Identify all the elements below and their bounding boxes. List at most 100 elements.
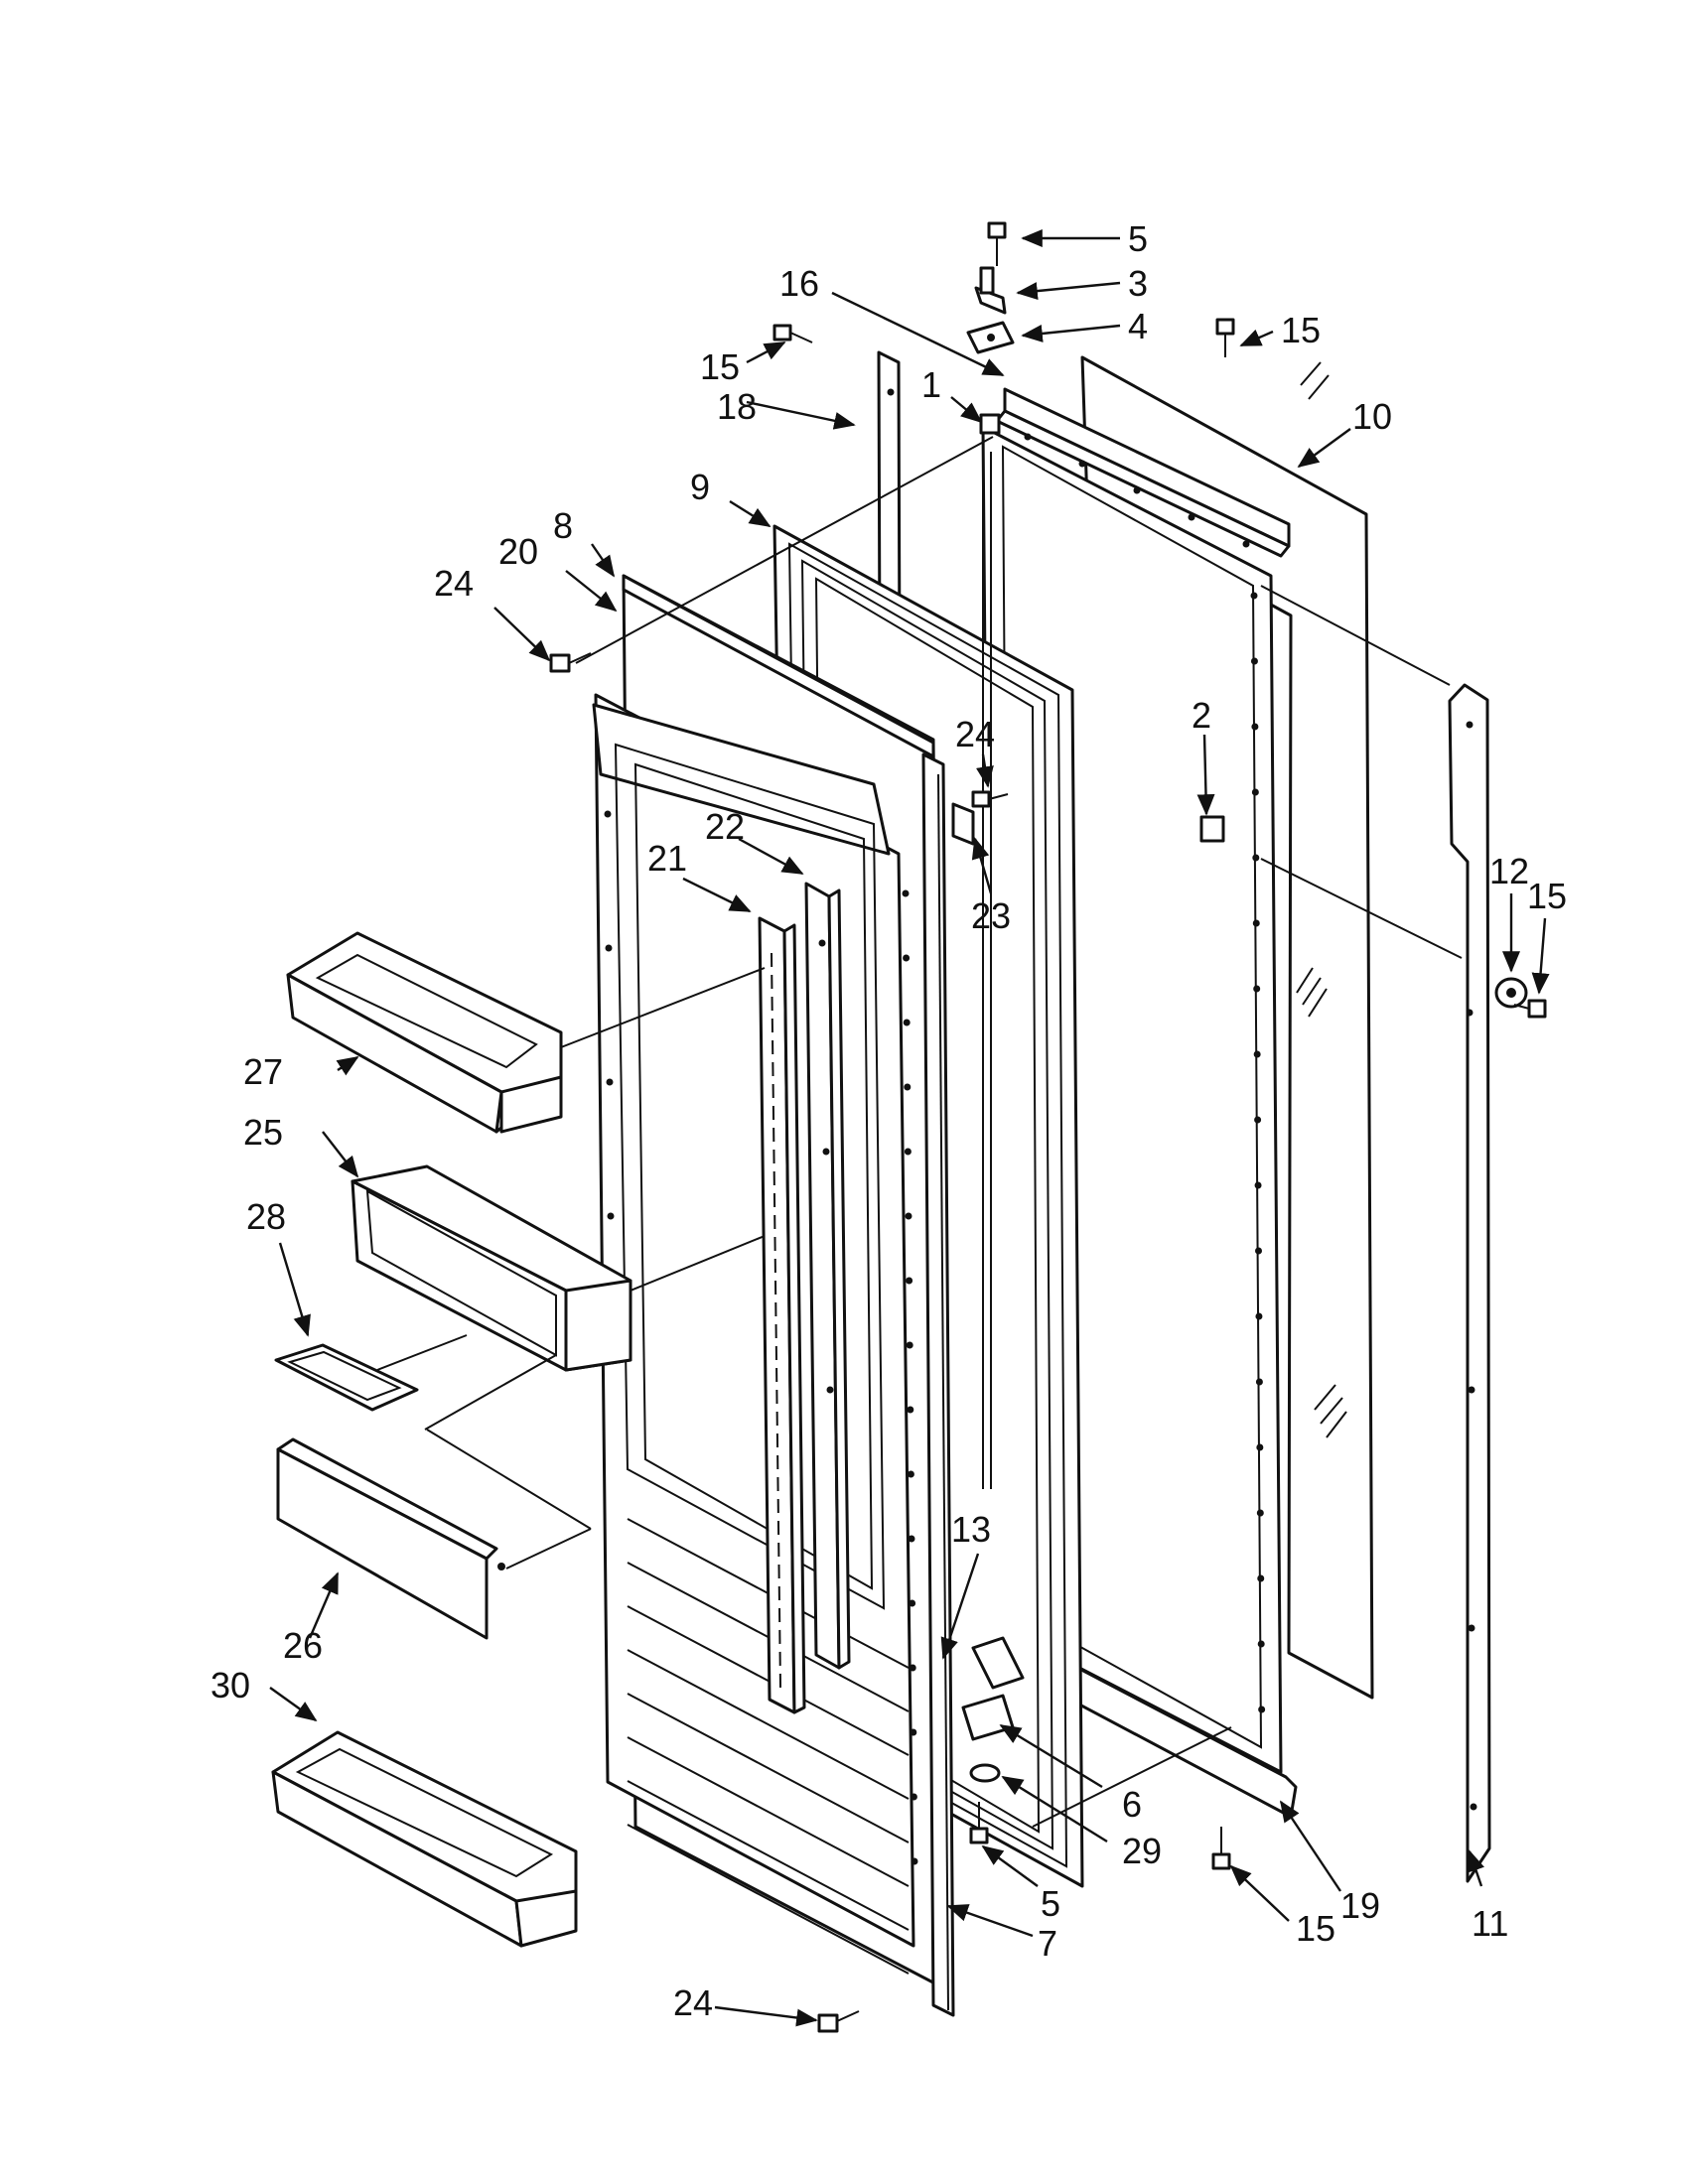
part-11-side-strip	[1448, 683, 1491, 1883]
screw-icon	[772, 324, 813, 343]
frame-hole	[1253, 1050, 1261, 1058]
part-21-shelf-rail	[758, 916, 806, 1714]
part-28-tray	[274, 1343, 419, 1412]
liner-hole	[911, 1857, 918, 1865]
liner-hole	[910, 1728, 917, 1736]
part-8-top-strip	[622, 574, 935, 758]
frame-hole	[1251, 788, 1259, 796]
callout-24-bottom: 24	[673, 1982, 713, 2023]
screw-icon	[817, 2010, 860, 2033]
callout-12: 12	[1489, 851, 1529, 891]
liner-hole	[904, 1083, 912, 1091]
liner-hole	[607, 1212, 615, 1220]
callout-9: 9	[690, 467, 710, 507]
frame-hole	[1258, 1706, 1266, 1713]
liner-hole	[903, 1019, 911, 1026]
callout-3: 3	[1128, 263, 1148, 304]
screw-icon	[1513, 999, 1547, 1019]
leader-lines	[269, 229, 1550, 2027]
liner-hole	[604, 810, 612, 818]
callout-28: 28	[246, 1196, 286, 1237]
liner-slat	[627, 1649, 910, 1800]
frame-hole	[1256, 1443, 1264, 1451]
liner-hole	[902, 889, 910, 897]
liner-slat	[627, 1736, 910, 1887]
screw-icon	[1211, 1827, 1231, 1870]
frame-hole	[1257, 1574, 1265, 1582]
callout-27: 27	[243, 1051, 283, 1092]
callout-25: 25	[243, 1112, 283, 1153]
callout-26: 26	[283, 1625, 323, 1666]
part-12-washer	[1494, 977, 1528, 1009]
callout-21: 21	[647, 838, 687, 879]
liner-hole	[909, 1664, 916, 1672]
frame-hole	[1255, 1247, 1262, 1255]
liner-hole	[904, 1148, 912, 1156]
frame-hole	[1253, 985, 1261, 993]
screw-icon	[1215, 318, 1235, 357]
callout-13: 13	[951, 1509, 991, 1550]
callout-11: 11	[1472, 1903, 1508, 1944]
part-26-shelf-cover	[276, 1437, 505, 1640]
callout-20: 20	[498, 531, 538, 572]
callout-labels: 5 3 4 16 15 15 18 1 10 9 8 20 24 2 24 22…	[210, 218, 1567, 2023]
liner-hole	[910, 1793, 917, 1801]
liner-hole	[606, 1078, 614, 1086]
frame-hole	[1254, 1181, 1262, 1189]
liner-hole	[907, 1470, 914, 1478]
callout-15-right: 15	[1527, 876, 1567, 916]
screw-icon	[987, 221, 1007, 266]
part-13-rod	[982, 447, 992, 1489]
rail-hole	[1024, 433, 1032, 441]
part-25-deep-bin	[351, 1164, 632, 1372]
liner-hole	[908, 1535, 915, 1543]
liner-hole	[605, 944, 613, 952]
part-4-hinge-shim	[966, 321, 1015, 354]
liner-hole	[906, 1341, 913, 1349]
frame-hole	[1252, 854, 1260, 862]
liner-slat	[627, 1693, 910, 1843]
screw-icon	[969, 1802, 989, 1844]
rail-hole	[1188, 513, 1195, 521]
callout-29: 29	[1122, 1831, 1162, 1871]
callout-24-mid: 24	[955, 714, 995, 754]
callout-16: 16	[779, 263, 819, 304]
part-22-shelf-rail	[804, 882, 851, 1670]
liner-hole	[906, 1277, 913, 1285]
liner-slat	[627, 1824, 910, 1975]
callout-24-left: 24	[434, 563, 474, 604]
callout-30: 30	[210, 1665, 250, 1706]
connector-lines	[376, 436, 1463, 1828]
screw-icon	[549, 652, 592, 673]
callout-7: 7	[1038, 1923, 1057, 1964]
liner-hole	[909, 1599, 916, 1607]
part-29-washer	[969, 1763, 1001, 1783]
callout-6: 6	[1122, 1784, 1142, 1825]
frame-hole	[1257, 1640, 1265, 1648]
callout-22: 22	[705, 806, 745, 847]
frame-hole	[1250, 657, 1258, 665]
callout-19: 19	[1340, 1885, 1380, 1926]
rail-hole	[1078, 460, 1086, 468]
part-7-side-strip	[921, 752, 955, 2017]
frame-hole	[1255, 1378, 1263, 1386]
callout-4: 4	[1128, 306, 1148, 346]
screw-icon	[971, 790, 1009, 808]
liner-hole	[903, 954, 911, 962]
callout-1: 1	[921, 364, 941, 405]
frame-hole	[1256, 1509, 1264, 1517]
part-3-hinge-bracket	[974, 266, 1007, 315]
part-27-door-bin	[286, 931, 563, 1134]
callout-15-top-right: 15	[1281, 310, 1321, 350]
liner-hole	[905, 1212, 912, 1220]
callout-23: 23	[971, 895, 1011, 936]
part-1-hinge-pin-block	[979, 413, 1001, 435]
callout-5-bottom: 5	[1041, 1883, 1060, 1924]
frame-hole	[1255, 1312, 1263, 1320]
callout-15-bottom: 15	[1296, 1908, 1335, 1949]
callout-5-top: 5	[1128, 218, 1148, 259]
frame-hole	[1254, 1116, 1262, 1124]
callout-2: 2	[1192, 695, 1211, 736]
callout-10: 10	[1352, 396, 1392, 437]
